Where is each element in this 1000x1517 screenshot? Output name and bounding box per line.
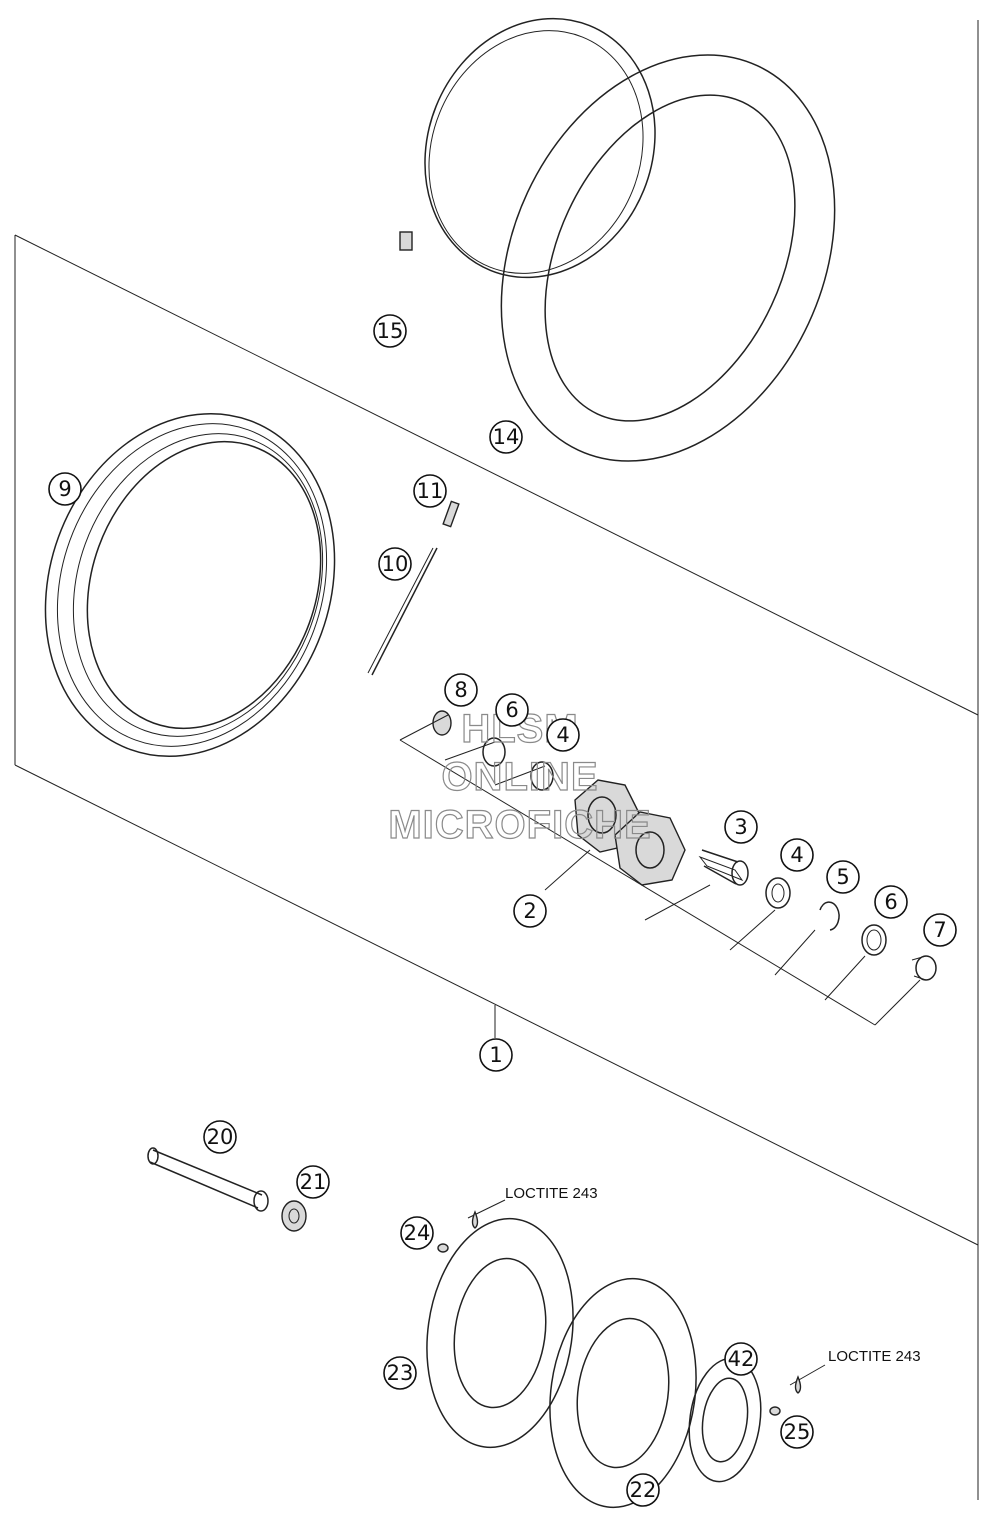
spoke-part [367, 547, 438, 676]
callout-3: 3 [724, 810, 758, 844]
svg-text:6: 6 [505, 698, 518, 722]
callout-15: 15 [373, 314, 407, 348]
rim-band-part [399, 17, 656, 279]
svg-text:7: 7 [933, 918, 946, 942]
callout-23: 23 [383, 1356, 417, 1390]
callout-22: 22 [626, 1473, 660, 1507]
svg-text:1: 1 [489, 1043, 502, 1067]
svg-text:23: 23 [387, 1361, 414, 1385]
disc-screw-left-part [437, 1243, 449, 1253]
brake-disc-right-part [549, 1277, 697, 1509]
svg-text:24: 24 [404, 1221, 431, 1245]
spacer-part [698, 849, 749, 886]
loctite-note-right: LOCTITE 243 [828, 1348, 921, 1365]
watermark: HLSM ONLINE MICROFICHE [388, 706, 652, 847]
callout-6-right: 6 [874, 885, 908, 919]
callout-1: 1 [479, 1038, 513, 1072]
callout-2: 2 [513, 894, 547, 928]
callout-6-left: 6 [495, 693, 529, 727]
rim-part [44, 412, 336, 758]
svg-text:8: 8 [454, 678, 467, 702]
svg-text:4: 4 [790, 843, 803, 867]
axle-nut-part [281, 1200, 307, 1232]
disc-screw-right-part [769, 1406, 781, 1416]
axle-part [147, 1147, 269, 1212]
callout-5: 5 [826, 860, 860, 894]
distance-bushing-part [911, 955, 937, 981]
bearing-part [765, 877, 791, 909]
svg-text:6: 6 [884, 890, 897, 914]
callout-21: 21 [296, 1165, 330, 1199]
svg-text:22: 22 [630, 1478, 657, 1502]
frame-lines [14, 20, 979, 1500]
watermark-line3: MICROFICHE [388, 803, 651, 847]
callout-7: 7 [923, 913, 957, 947]
svg-text:15: 15 [377, 319, 404, 343]
watermark-line2: ONLINE [441, 755, 598, 799]
callout-25: 25 [780, 1415, 814, 1449]
wheel-hub-part [574, 779, 686, 886]
callout-11: 11 [413, 474, 447, 508]
svg-text:3: 3 [734, 815, 747, 839]
abs-ring-part [688, 1357, 762, 1483]
svg-text:4: 4 [556, 723, 569, 747]
callout-4-left: 4 [546, 718, 580, 752]
svg-text:21: 21 [300, 1170, 327, 1194]
svg-text:2: 2 [523, 899, 536, 923]
svg-text:25: 25 [784, 1420, 811, 1444]
svg-text:10: 10 [382, 552, 409, 576]
svg-text:14: 14 [493, 425, 520, 449]
callout-42: 42 [724, 1342, 758, 1376]
svg-text:9: 9 [58, 477, 71, 501]
callout-4-right: 4 [780, 838, 814, 872]
callout-14: 14 [489, 420, 523, 454]
callout-20: 20 [203, 1120, 237, 1154]
circlip-part [819, 901, 840, 931]
loctite-drop-right-icon [794, 1375, 802, 1394]
spoke-nipple-part [442, 500, 460, 528]
brake-disc-left-part [426, 1217, 574, 1449]
svg-text:11: 11 [417, 479, 444, 503]
callout-8: 8 [444, 673, 478, 707]
loctite-note-left: LOCTITE 243 [505, 1185, 598, 1202]
svg-text:42: 42 [728, 1347, 755, 1371]
callout-10: 10 [378, 547, 412, 581]
left-bearing-parts [432, 710, 554, 791]
leader-lines [399, 714, 921, 1386]
svg-text:20: 20 [207, 1125, 234, 1149]
loctite-drop-left-icon [471, 1210, 479, 1229]
callout-24: 24 [400, 1216, 434, 1250]
svg-text:5: 5 [836, 865, 849, 889]
tire-part [500, 54, 836, 462]
seal-part [861, 924, 887, 956]
callout-9: 9 [48, 472, 82, 506]
